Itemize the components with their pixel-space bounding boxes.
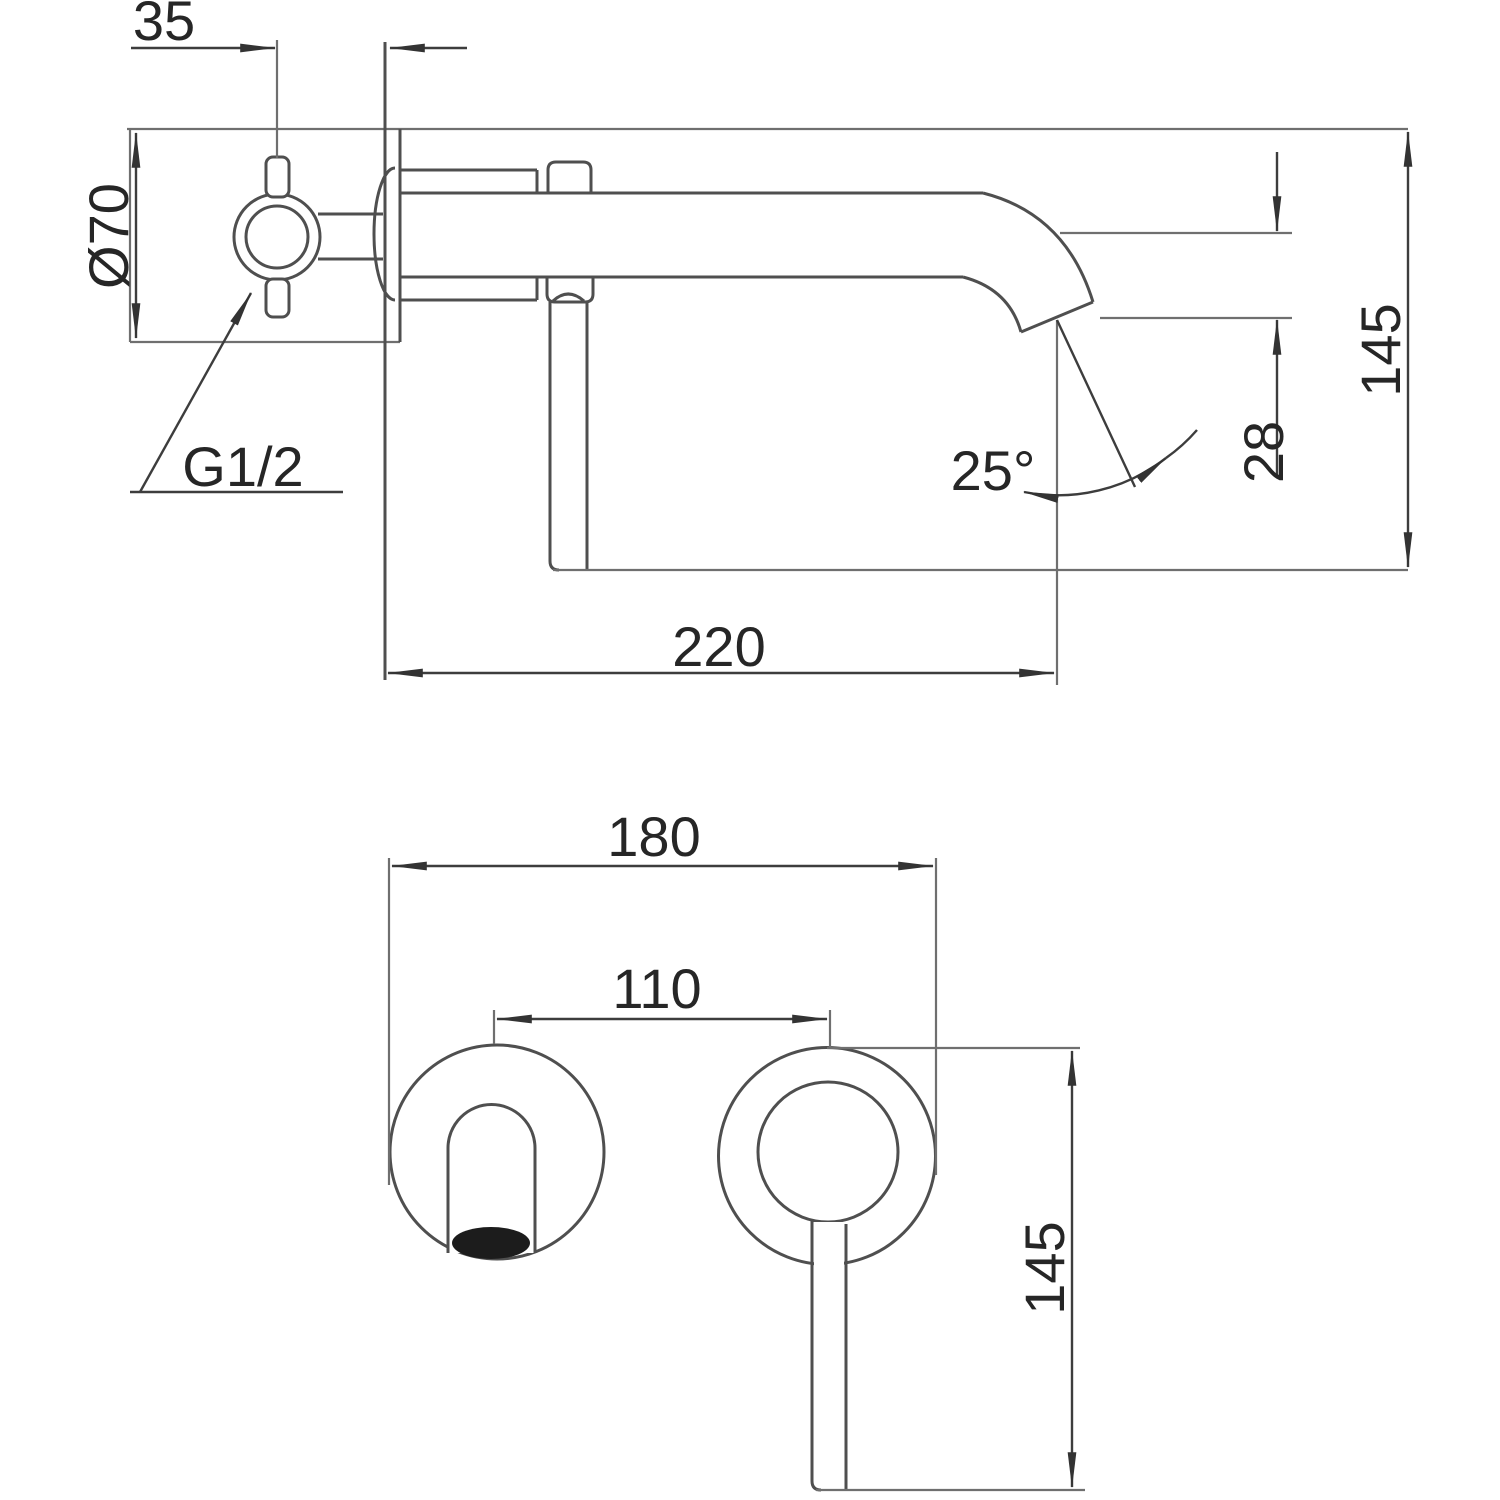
- valve-stem-bottom: [264, 277, 291, 319]
- handle-escutcheon-inner: [756, 1080, 900, 1224]
- valve-ring-inner: [244, 204, 310, 270]
- valve-spindle: [318, 212, 383, 261]
- thread-callout: G1/2: [130, 291, 343, 498]
- thread-label: G1/2: [182, 435, 303, 498]
- dim-145-lower-label: 145: [1013, 1221, 1076, 1314]
- flange-dome-arc: [372, 166, 396, 302]
- lever-mask: [814, 1222, 844, 1488]
- dim-180-label: 180: [607, 805, 700, 868]
- dim-35-label: 35: [133, 0, 195, 52]
- angle-25: 25°: [951, 319, 1198, 503]
- angle-arc: [1022, 457, 1167, 503]
- handle-escutcheon: [717, 1046, 1085, 1492]
- dim-35: 35: [131, 0, 467, 158]
- lever-side: [548, 302, 1408, 572]
- valve-stem-top: [264, 155, 291, 199]
- dim-28-label: 28: [1232, 421, 1295, 483]
- cartridge-boss-top: [546, 160, 593, 193]
- front-view: 180 110 145: [387, 805, 1085, 1492]
- dim-220-label: 220: [672, 615, 765, 678]
- dim-d70-label: Ø70: [77, 183, 140, 289]
- cartridge-boss-bottom: [545, 277, 595, 304]
- leader-line: [138, 291, 253, 493]
- dim-220: 220: [386, 320, 1059, 685]
- spout-front-outline: [446, 1103, 537, 1253]
- spout-curve-bottom: [962, 275, 1023, 333]
- dim-d70: Ø70: [77, 131, 141, 340]
- spout-collar-bottom: [400, 277, 539, 302]
- spout-collar-top: [400, 168, 539, 193]
- dim-28: 28: [1060, 152, 1295, 483]
- dim-145-upper: 145: [1349, 130, 1413, 569]
- spout-side: [400, 160, 1095, 334]
- spout-escutcheon: [388, 1043, 606, 1261]
- angle-25-label: 25°: [951, 439, 1036, 502]
- dim-110-label: 110: [612, 957, 701, 1020]
- lever-front-line: [548, 302, 560, 572]
- spout-outlet-face: [1020, 300, 1094, 334]
- lever-pivot-dome: [551, 292, 585, 303]
- dim-110: 110: [492, 957, 832, 1047]
- side-view: 35 Ø70 G1/2 220 25°: [77, 0, 1413, 685]
- spout-curve-top: [982, 191, 1095, 303]
- angle-arc-tail: [1165, 429, 1198, 459]
- angle-ray: [1055, 319, 1137, 488]
- valve-body: [232, 155, 383, 319]
- dim-145-upper-label: 145: [1349, 303, 1412, 396]
- dim-180: 180: [387, 805, 938, 1185]
- dim-145-lower: 145: [827, 1046, 1080, 1489]
- spout-outlet-hole: [452, 1227, 530, 1259]
